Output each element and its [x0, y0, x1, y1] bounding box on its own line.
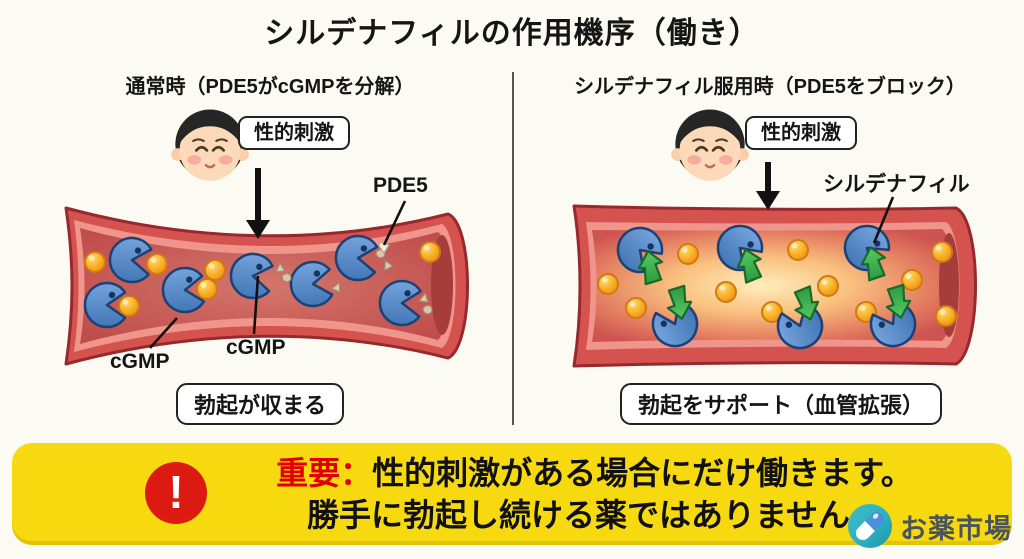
- sildenafil-label: シルデナフィル: [823, 173, 970, 196]
- capsule-pill-icon: [848, 504, 892, 548]
- panel-divider: [512, 72, 514, 425]
- logo-text: お薬市場: [900, 513, 1012, 544]
- site-logo: お薬市場: [847, 503, 1012, 549]
- notice-line-2: 勝手に勃起し続ける薬ではありません。: [306, 496, 883, 533]
- important-notice-banner: ! 重要：性的刺激がある場合にだけ働きます。 勝手に勃起し続ける薬ではありません…: [12, 443, 1012, 545]
- page-title: シルデナフィルの作用機序（働き）: [264, 17, 760, 50]
- happy-face-icon: [669, 108, 751, 183]
- pde5-label: PDE5: [373, 174, 428, 197]
- left-panel-heading: 通常時（PDE5がcGMPを分解）: [125, 76, 415, 98]
- right-panel-heading: シルデナフィル服用時（PDE5をブロック）: [574, 76, 966, 98]
- cgmp-label-1: cGMP: [110, 350, 170, 373]
- result-box-right: 勃起をサポート（血管拡張）: [620, 383, 943, 425]
- cgmp-label-2: cGMP: [226, 336, 286, 359]
- notice-line-1: 重要：性的刺激がある場合にだけ働きます。: [276, 455, 913, 491]
- result-box-left: 勃起が収まる: [176, 383, 345, 425]
- stimulus-label-left: 性的刺激: [238, 116, 350, 150]
- exclamation-alert-icon: !: [145, 462, 207, 524]
- important-prefix: 重要：: [276, 455, 373, 491]
- notice-text: 重要：性的刺激がある場合にだけ働きます。 勝手に勃起し続ける薬ではありません。: [217, 453, 972, 536]
- stimulus-label-right: 性的刺激: [745, 116, 857, 150]
- blood-vessel-dilated: [572, 204, 977, 368]
